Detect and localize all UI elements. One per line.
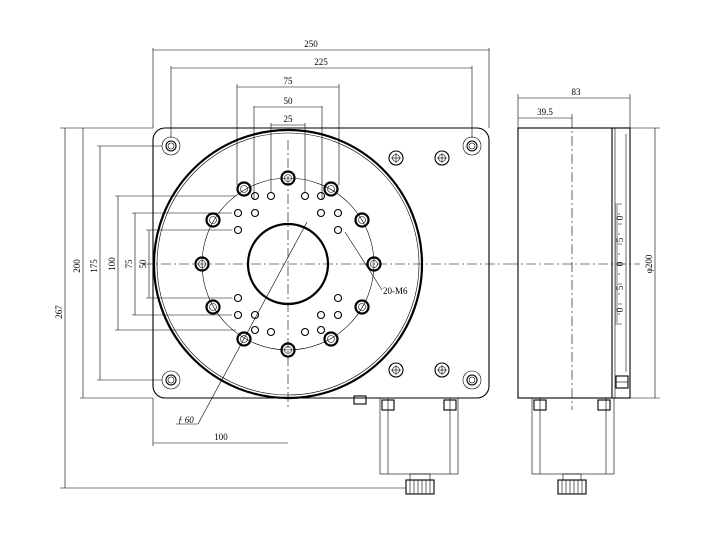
- front-view: [143, 127, 508, 495]
- plate-screws: [388, 150, 450, 378]
- m6-hole: [205, 212, 221, 228]
- screw: [388, 362, 404, 378]
- dim-50: 50: [284, 96, 294, 106]
- side-screw: [615, 375, 629, 389]
- m6-hole: [205, 299, 221, 315]
- bore-leader: [197, 221, 308, 425]
- motor-housing: [353, 395, 459, 495]
- dim-39-5: 39.5: [537, 107, 553, 117]
- scale-number: 5: [615, 285, 625, 290]
- corner-hole: [462, 370, 482, 390]
- holes-callout: 20-M6: [383, 286, 408, 296]
- dim-75-vertical: 75: [124, 259, 134, 269]
- side-view: 0 5 0 5 0: [508, 118, 640, 495]
- side-motor-housing: [531, 397, 615, 495]
- dim-100: 100: [107, 257, 117, 271]
- m6-hole: [354, 299, 370, 315]
- m6-hole: [354, 212, 370, 228]
- m6-hole: [236, 181, 252, 197]
- side-body: [517, 127, 631, 399]
- scale-number: 5: [615, 237, 625, 242]
- dim-100-bottom: 100: [214, 432, 228, 442]
- scale-number: 0: [615, 261, 625, 266]
- m6-hole: [280, 170, 296, 186]
- dim-225: 225: [314, 57, 328, 67]
- dim-83: 83: [572, 87, 582, 97]
- side-dimensions: 83 39.5 φ200: [517, 87, 660, 399]
- adjustment-knob: [405, 479, 435, 495]
- m6-hole: [236, 331, 252, 347]
- m6-hole: [280, 342, 296, 358]
- scale-numbers: 0 5 0 5 0: [615, 215, 625, 312]
- m6-hole: [323, 331, 339, 347]
- holes-leader: [344, 231, 383, 291]
- side-adjustment-knob: [557, 479, 587, 495]
- m6-holes-large: [194, 170, 382, 358]
- small-holes: [233, 191, 343, 337]
- dim-25: 25: [284, 114, 294, 124]
- corner-holes: [161, 136, 482, 390]
- m6-hole: [194, 256, 210, 272]
- dim-250: 250: [304, 39, 318, 49]
- m6-hole: [366, 256, 382, 272]
- corner-hole: [462, 136, 482, 156]
- screw: [434, 362, 450, 378]
- scale-number: 0: [615, 215, 625, 220]
- dim-200: 200: [72, 259, 82, 273]
- dim-75: 75: [284, 76, 294, 86]
- m6-hole: [323, 181, 339, 197]
- screw: [434, 150, 450, 166]
- scale-number: 0: [615, 307, 625, 312]
- corner-hole: [161, 136, 181, 156]
- dim-phi200: φ200: [644, 254, 654, 273]
- screw: [388, 150, 404, 166]
- dim-267: 267: [54, 305, 64, 319]
- bore-callout: ƒ 60: [178, 415, 194, 425]
- corner-hole: [161, 370, 181, 390]
- front-dimensions: 250 225 75 50 25 267 200 175 100 75 50 1…: [54, 39, 490, 489]
- dim-50-vertical: 50: [138, 259, 148, 269]
- graduation-scale: [615, 203, 622, 325]
- base-plate: [152, 127, 490, 399]
- dim-175: 175: [89, 259, 99, 273]
